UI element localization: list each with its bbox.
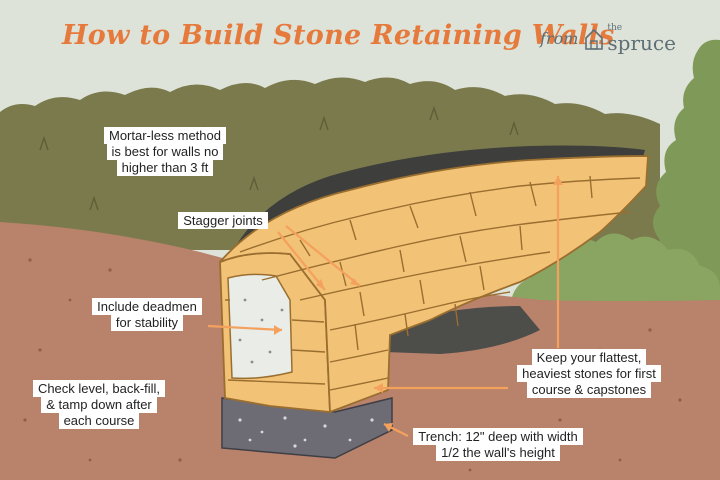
leader-stagger-a — [277, 231, 326, 291]
callout-flattest-stones: Keep your flattest,heaviest stones for f… — [498, 349, 680, 398]
leader-deadmen — [207, 324, 283, 332]
page-title: How to Build Stone Retaining Walls — [62, 20, 615, 51]
deadmen-speckles — [238, 298, 284, 364]
gravel-speckles — [238, 416, 374, 448]
leader-stagger-b — [285, 225, 361, 287]
brand-from-label: from — [540, 29, 579, 48]
brand: from the spruce — [540, 24, 676, 54]
callout-stagger-joints: Stagger joints — [158, 212, 288, 229]
brand-logo: the spruce — [584, 24, 676, 53]
arrow-icon — [274, 176, 563, 432]
callout-check-level: Check level, back-fill,& tamp down after… — [14, 380, 184, 429]
leader-lines — [207, 176, 560, 437]
brand-name: spruce — [607, 31, 676, 55]
house-icon — [585, 28, 604, 50]
evergreen-tree — [653, 39, 720, 300]
deadmen-cutaway — [227, 273, 293, 380]
gravel-trench — [221, 397, 393, 459]
brand-small-text: the — [607, 23, 623, 33]
wall-top-face — [219, 155, 649, 414]
stone-joints — [225, 175, 641, 391]
